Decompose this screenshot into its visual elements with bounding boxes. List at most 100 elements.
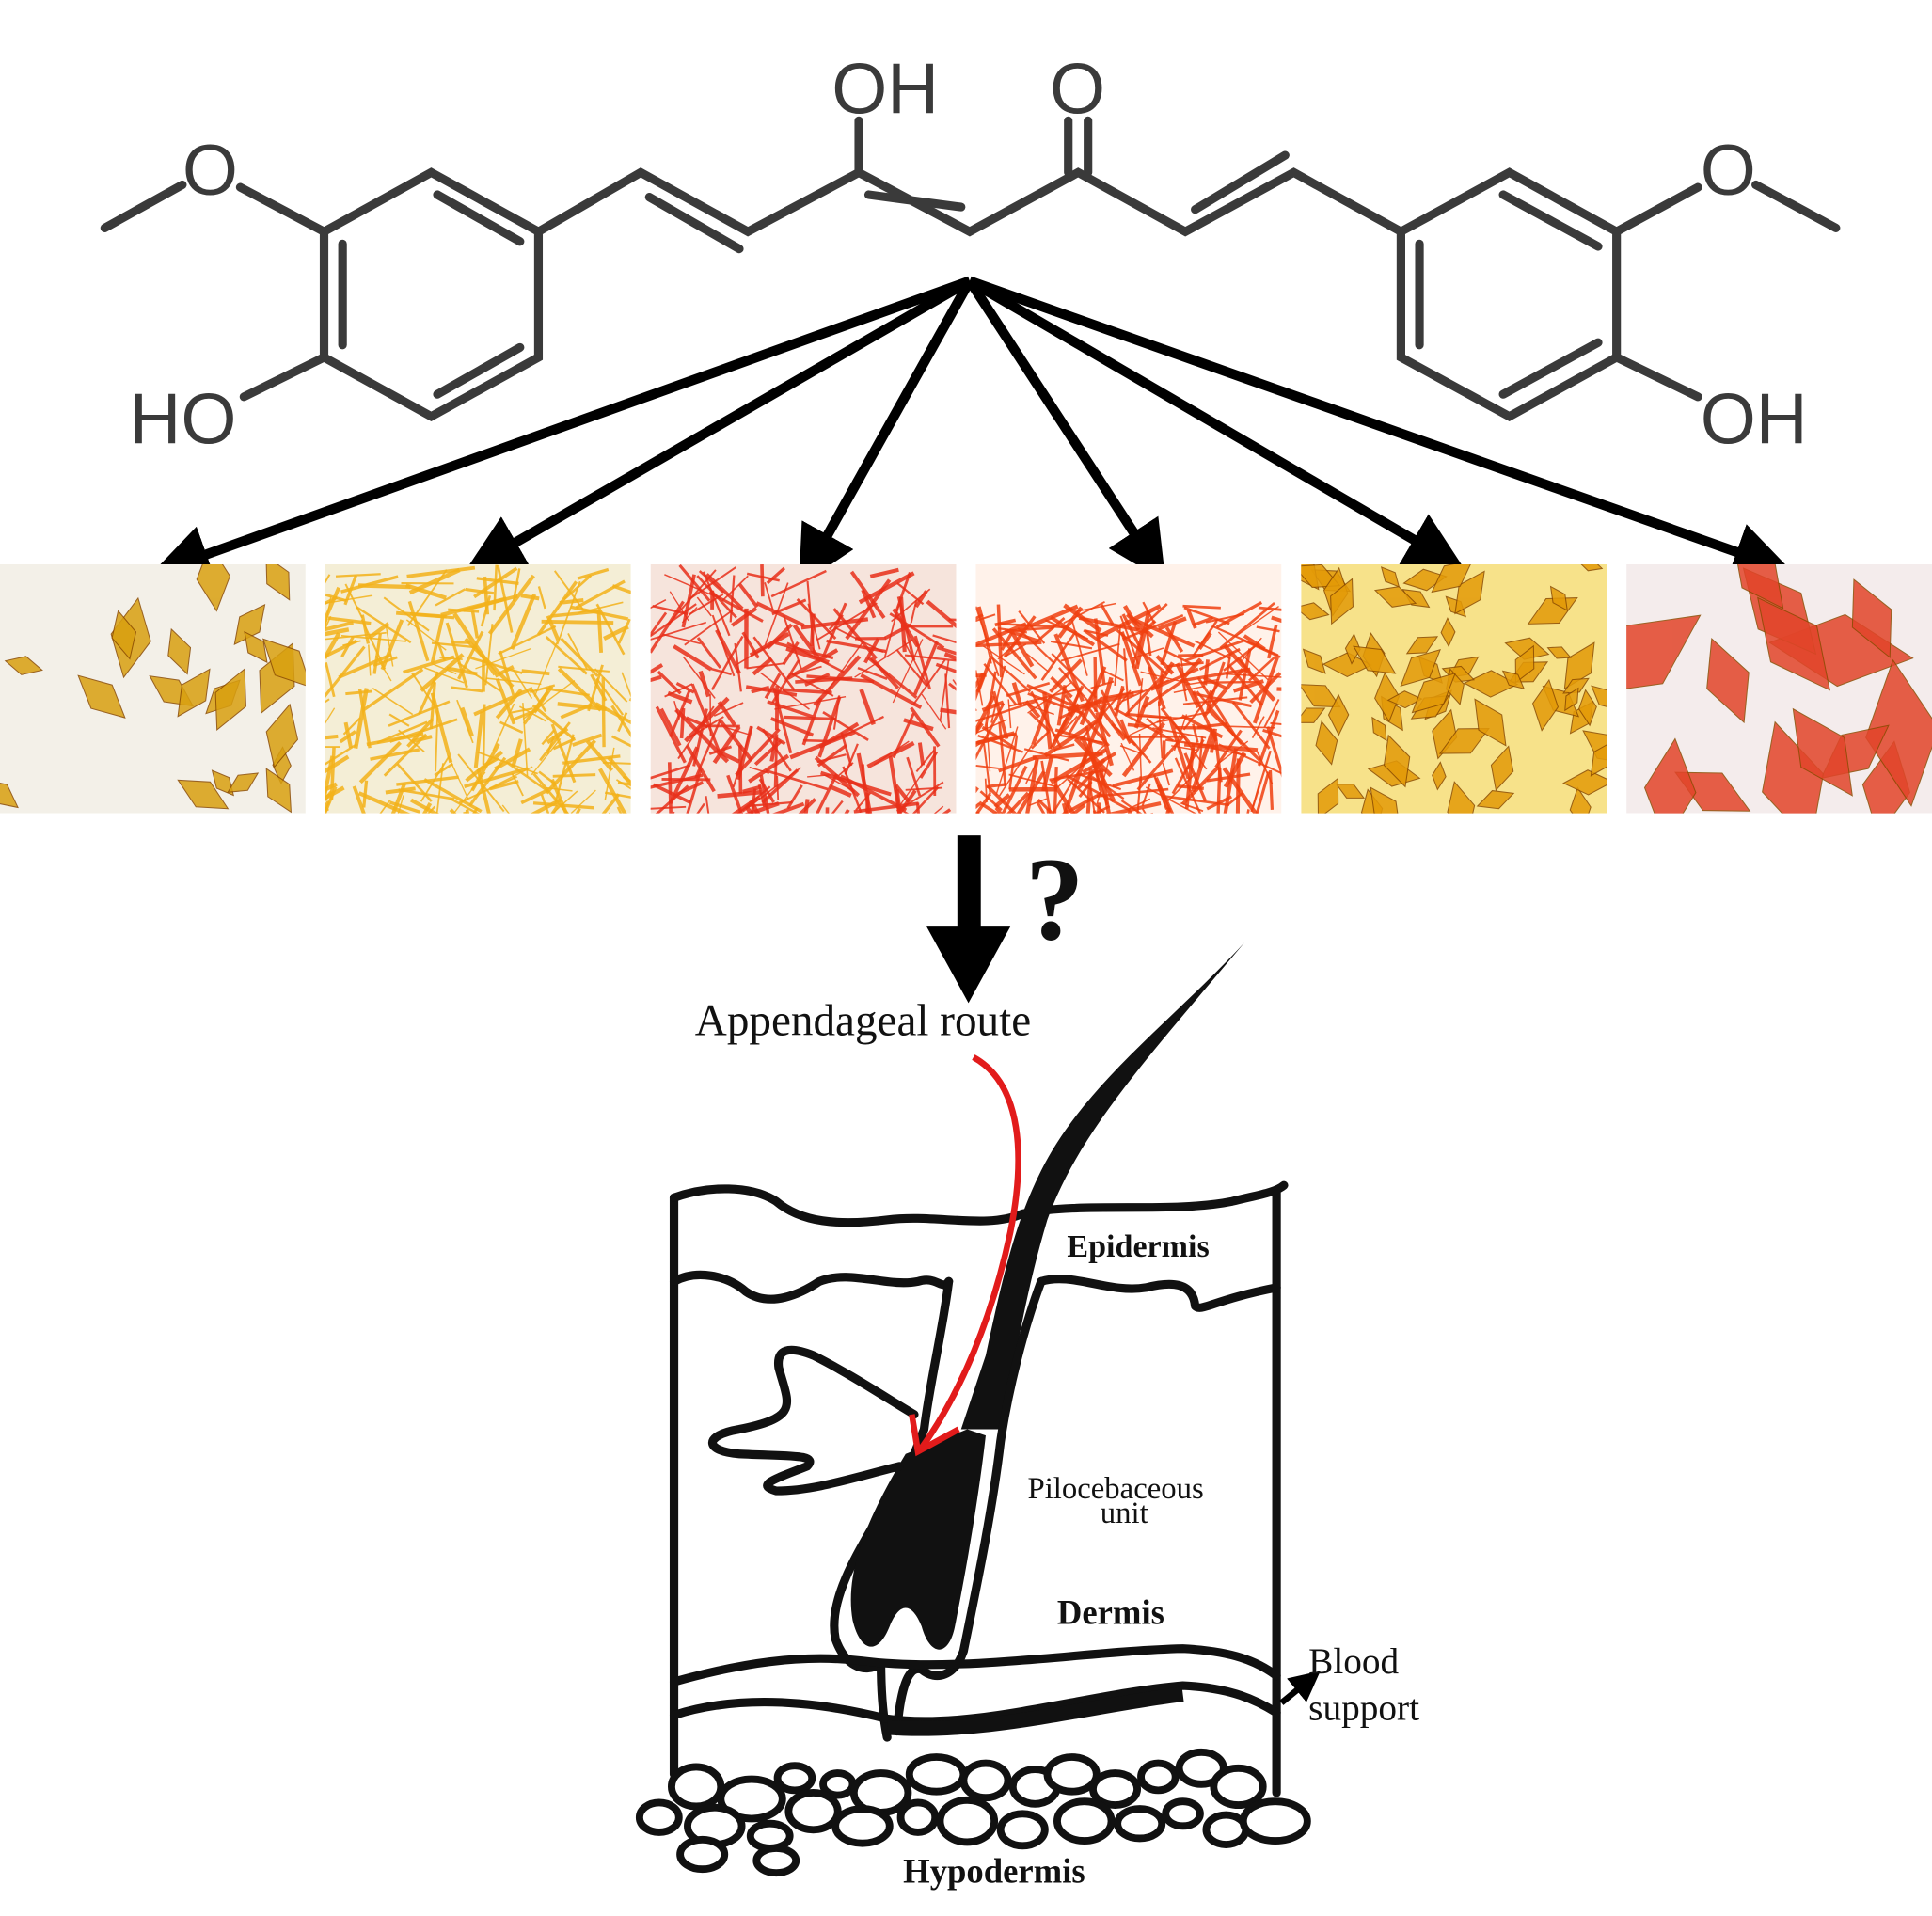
crystal-needle: [1120, 679, 1170, 703]
crystal-needle: [940, 707, 957, 715]
crystal-block: [1301, 707, 1326, 723]
crystal-needle: [1050, 640, 1093, 650]
crystal-needle: [650, 805, 687, 810]
crystal-needle: [617, 712, 628, 733]
crystal-needle: [1123, 648, 1131, 716]
crystal-needle: [357, 791, 411, 814]
crystal-needle: [368, 644, 372, 676]
crystal-needle: [713, 702, 744, 717]
crystal-needle: [884, 603, 900, 657]
crystal-needle: [607, 755, 631, 787]
crystal-needle: [742, 767, 801, 813]
crystal-needle: [550, 778, 569, 814]
crystal-form-1: [0, 563, 306, 814]
crystal-needle: [774, 695, 847, 710]
crystal-needle: [575, 807, 581, 814]
crystal-needle: [861, 589, 877, 619]
crystal-needle: [1183, 606, 1230, 625]
crystal-needle: [678, 563, 711, 602]
crystal-needle: [801, 697, 823, 746]
crystal-needle: [1056, 715, 1078, 739]
crystal-block: [177, 668, 211, 718]
crystal-needle: [546, 736, 555, 755]
crystal-needle: [1167, 716, 1191, 780]
crystal-needle: [520, 594, 540, 601]
crystal-needle: [991, 812, 997, 814]
crystal-needle: [1160, 621, 1178, 666]
crystal-needle: [1255, 814, 1260, 875]
crystal-needle: [1025, 653, 1050, 673]
crystal-needle: [869, 656, 900, 689]
crystal-needle: [435, 588, 467, 607]
crystal-needle: [650, 663, 664, 674]
dermis-label: Dermis: [1057, 1593, 1164, 1632]
crystal-needle: [388, 700, 451, 727]
crystal-needle: [821, 602, 847, 658]
crystal-needle: [1180, 825, 1219, 848]
crystal-block: [1411, 672, 1457, 714]
crystal-needle: [501, 804, 510, 814]
crystal-needle: [447, 755, 469, 800]
crystal-needle: [361, 668, 424, 713]
crystal-needle: [1136, 678, 1144, 722]
crystal-needle: [472, 806, 479, 814]
crystal-needle: [1023, 748, 1069, 762]
crystal-needle: [1192, 691, 1252, 708]
crystal-needle: [1258, 606, 1282, 611]
crystal-needle: [696, 575, 737, 619]
crystal-block: [1315, 720, 1338, 766]
crystal-needle: [362, 780, 369, 808]
crystal-block: [1476, 790, 1515, 810]
crystal-needle: [935, 662, 957, 673]
crystal-block: [1440, 617, 1456, 648]
crystal-needle: [388, 713, 410, 727]
crystal-needle: [749, 799, 761, 814]
crystal-needle: [339, 730, 357, 744]
crystal-needle: [423, 778, 483, 814]
crystal-needle: [1121, 721, 1166, 778]
crystal-needle: [1078, 616, 1148, 634]
crystal-form-3: [650, 563, 957, 814]
crystal-needle: [708, 745, 733, 755]
crystal-needle: [1180, 714, 1224, 739]
skin-cross-section: [635, 942, 1321, 1877]
crystal-needle: [806, 674, 875, 684]
crystal-needle: [831, 800, 844, 814]
crystal-needle: [473, 687, 533, 717]
crystal-needle: [749, 631, 790, 657]
crystal-needle: [976, 731, 1016, 746]
crystal-needle: [752, 636, 796, 691]
crystal-needle: [1022, 703, 1054, 716]
crystal-needle: [1026, 684, 1072, 706]
crystal-needle: [1168, 835, 1182, 852]
crystal-needle: [1243, 634, 1266, 651]
crystal-needle: [511, 707, 533, 714]
crystal-needle: [664, 574, 717, 598]
crystal-needle: [857, 666, 888, 681]
crystal-needle: [1085, 828, 1132, 883]
crystal-needle: [587, 664, 604, 712]
crystal-needle: [380, 619, 404, 671]
crystal-needle: [511, 772, 524, 797]
crystal-needle: [895, 789, 902, 814]
crystal-needle: [1025, 759, 1039, 814]
fat-cell: [746, 1819, 794, 1852]
fat-cell: [1210, 1764, 1267, 1810]
crystal-needle: [1136, 736, 1184, 791]
crystal-needle: [601, 793, 621, 814]
crystal-needle: [766, 566, 785, 585]
crystal-needle: [1178, 653, 1204, 657]
crystal-needle: [608, 812, 610, 814]
crystal-needle: [1221, 832, 1241, 855]
crystal-needle: [335, 573, 381, 578]
crystal-needle: [993, 850, 1007, 869]
crystal-needle: [783, 614, 802, 670]
crystal-needle: [673, 811, 675, 814]
left-benzene-ring: [319, 167, 544, 422]
crystal-needle: [1228, 665, 1263, 706]
crystal-needle: [1263, 698, 1280, 728]
crystal-needle: [1050, 748, 1108, 785]
crystal-needle: [679, 707, 686, 739]
crystal-block: [1564, 687, 1579, 712]
crystal-block: [1401, 589, 1431, 609]
